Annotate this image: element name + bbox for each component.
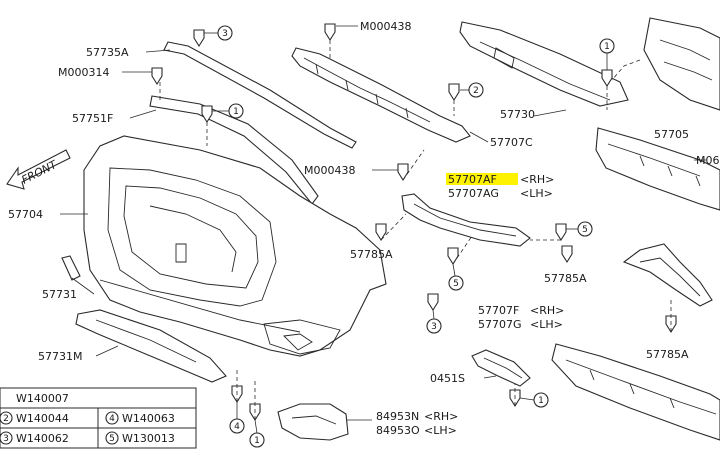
part-57730-bracket xyxy=(459,21,629,107)
svg-text:1: 1 xyxy=(604,42,610,52)
label-57751f: 57751F xyxy=(72,112,113,125)
label-57707af-side: <RH> xyxy=(520,173,554,186)
fasteners xyxy=(151,23,677,422)
label-57707g: 57707G xyxy=(478,318,522,331)
circle-ref-5-right: 5 xyxy=(577,221,593,237)
label-57707c: 57707C xyxy=(490,136,533,149)
label-57785a-right: 57785A xyxy=(646,348,689,361)
circle-ref-3-mid: 3 xyxy=(426,318,442,334)
legend-row3-code2: W130013 xyxy=(122,432,175,445)
label-57707f-side: <RH> xyxy=(530,304,564,317)
front-label: FRONT xyxy=(19,157,60,186)
part-57731-clip xyxy=(61,255,81,281)
label-84953n: 84953N xyxy=(376,410,419,423)
svg-text:2: 2 xyxy=(473,86,479,96)
part-57704-bumper-face xyxy=(83,135,387,357)
circle-ref-5-mid: 5 xyxy=(448,275,464,291)
circle-ref-1-lower-right: 1 xyxy=(533,392,549,408)
label-0451s: 0451S xyxy=(430,372,465,385)
part-57707c-beam xyxy=(291,47,471,143)
label-84953o-side: <LH> xyxy=(424,424,457,437)
part-right-side-bracket xyxy=(622,243,713,307)
label-57735a: 57735A xyxy=(86,46,129,59)
label-57707ag-side: <LH> xyxy=(520,187,553,200)
leader-lines xyxy=(60,25,706,421)
circle-ref-1-upper: 1 xyxy=(228,103,244,119)
label-m000438-mid: M000438 xyxy=(304,164,355,177)
svg-text:1: 1 xyxy=(254,436,260,446)
label-57785a-left: 57785A xyxy=(350,248,393,261)
label-m000314: M000314 xyxy=(58,66,109,79)
circle-ref-1-right: 1 xyxy=(599,38,615,54)
label-57731: 57731 xyxy=(42,288,77,301)
part-57731m-lower-grille xyxy=(75,309,227,383)
part-57707f-bracket xyxy=(471,349,531,387)
circle-ref-2: 2 xyxy=(468,82,484,98)
part-84953n-cover xyxy=(277,403,349,441)
legend-row3-num: 3 xyxy=(3,434,9,444)
highlight-57707af xyxy=(446,173,518,185)
part-57705-reinforcement xyxy=(595,127,720,211)
label-57730: 57730 xyxy=(500,108,535,121)
legend-row1-code: W140007 xyxy=(16,392,69,405)
legend-row2-code: W140044 xyxy=(16,412,69,425)
part-lower-right-bracket xyxy=(551,343,720,441)
legend-row2-num2: 4 xyxy=(109,414,115,424)
front-direction-arrow: FRONT xyxy=(6,149,71,190)
label-84953n-side: <RH> xyxy=(424,410,458,423)
label-57785a-mid: 57785A xyxy=(544,272,587,285)
svg-text:5: 5 xyxy=(582,225,588,235)
svg-text:3: 3 xyxy=(431,322,437,332)
legend-row2-code2: W140063 xyxy=(122,412,175,425)
circle-ref-1-bottom: 1 xyxy=(249,432,265,448)
assembly-lines xyxy=(206,40,672,420)
svg-text:1: 1 xyxy=(233,107,239,117)
label-m06: M06 xyxy=(696,154,720,167)
label-57707af: 57707AF xyxy=(448,173,497,186)
part-labels: 57735A M000314 57751F M000438 57730 5770… xyxy=(8,20,720,437)
label-57707ag: 57707AG xyxy=(448,187,499,200)
part-top-right-structure xyxy=(611,17,720,111)
svg-text:1: 1 xyxy=(538,396,544,406)
reference-circles: 3 2 1 1 5 5 3 4 1 1 xyxy=(204,25,615,448)
label-57707g-side: <LH> xyxy=(530,318,563,331)
legend-row2-num: 2 xyxy=(3,414,9,424)
circle-ref-3-top: 3 xyxy=(217,25,233,41)
label-57704: 57704 xyxy=(8,208,43,221)
svg-text:5: 5 xyxy=(453,279,459,289)
legend-row3-code: W140062 xyxy=(16,432,69,445)
label-57707f: 57707F xyxy=(478,304,519,317)
label-57731m: 57731M xyxy=(38,350,82,363)
part-57707af-side-bracket xyxy=(401,193,531,247)
label-84953o: 84953O xyxy=(376,424,420,437)
svg-text:3: 3 xyxy=(222,29,228,39)
label-m000438-top: M000438 xyxy=(360,20,411,33)
svg-text:4: 4 xyxy=(234,422,240,432)
legend-row3-num2: 5 xyxy=(109,434,115,444)
part-57735a-strip xyxy=(163,41,357,149)
fastener-legend-table: W140007 2 W140044 4 W140063 3 W140062 5 … xyxy=(0,387,197,449)
label-57705: 57705 xyxy=(654,128,689,141)
circle-ref-4: 4 xyxy=(229,418,245,434)
